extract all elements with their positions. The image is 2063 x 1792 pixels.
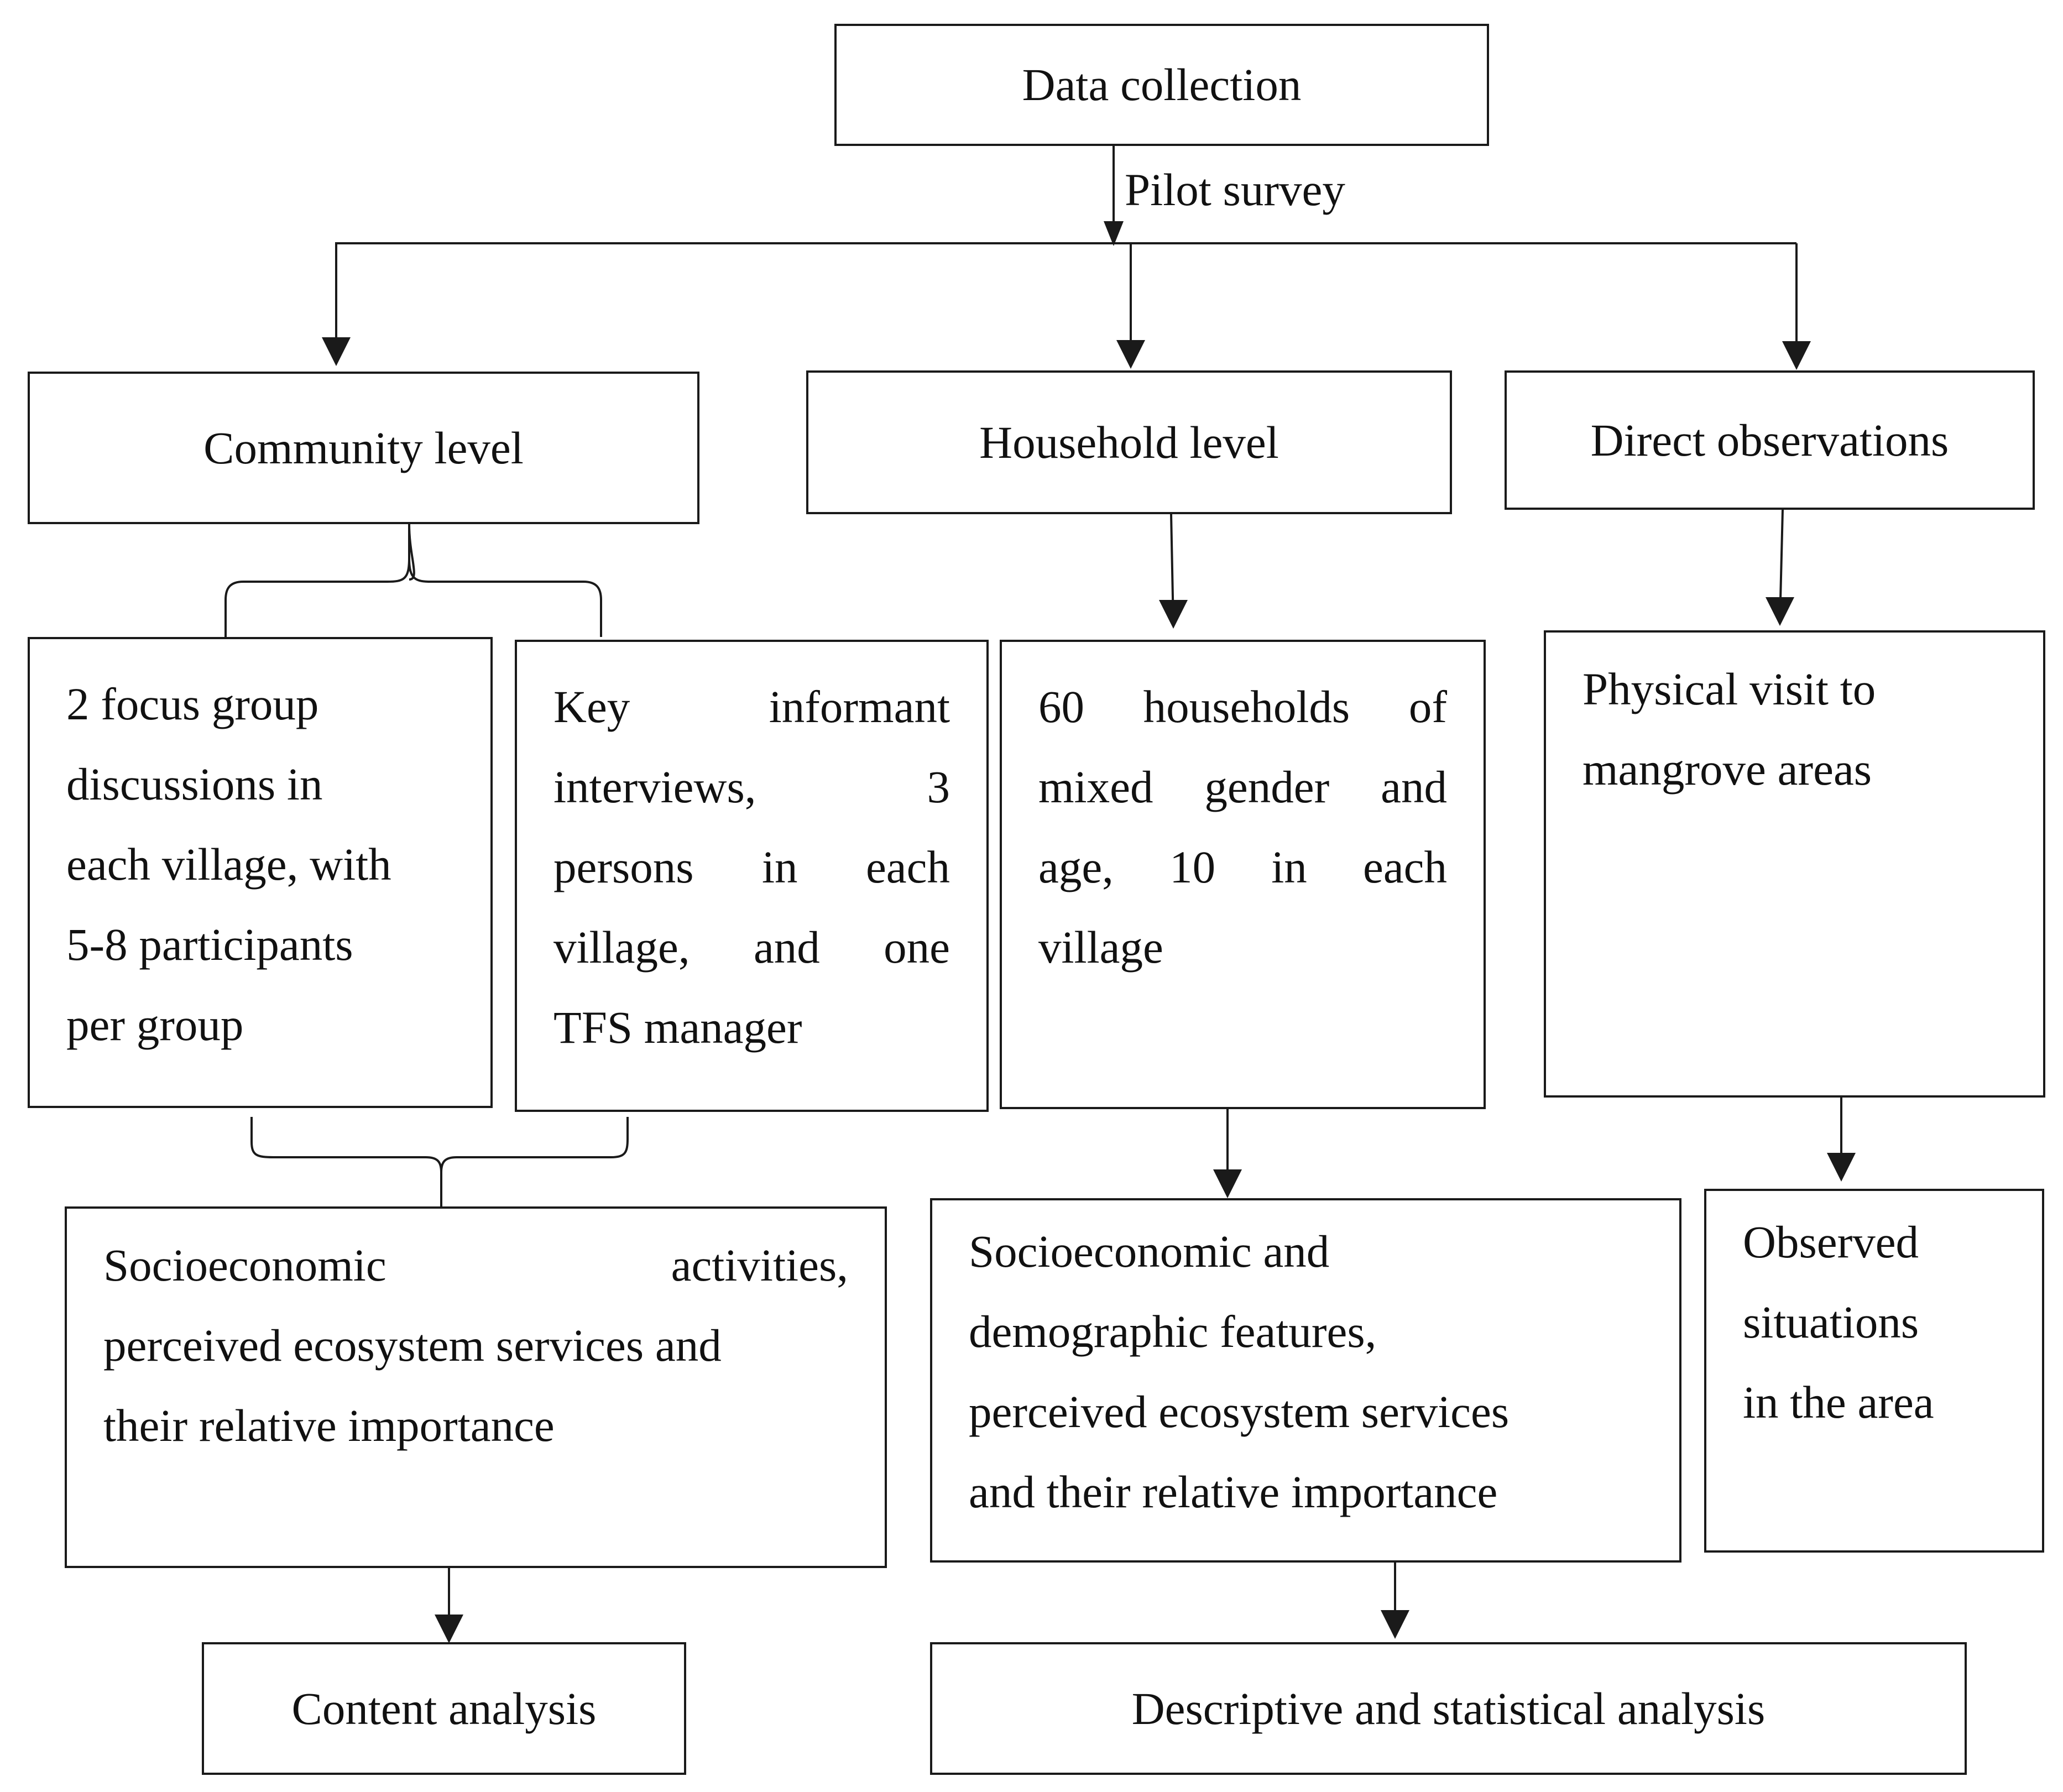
household-outputs-line: Socioeconomic and <box>969 1226 1330 1277</box>
observed-box: Observed situations in the area <box>1704 1189 2044 1553</box>
arrowhead-stats <box>1381 1610 1409 1639</box>
arrowhead-observations <box>1782 341 1811 370</box>
focus-groups-line: 5-8 participants <box>66 919 353 970</box>
focus-groups-line: per group <box>66 999 244 1050</box>
key-informants-line: interviews, 3 <box>553 761 950 812</box>
community-level-label: Community level <box>203 422 524 473</box>
community-outputs-line: their relative importance <box>103 1400 555 1451</box>
physical-visit-line: Physical visit to <box>1582 663 1876 714</box>
direct-observations-label: Direct observations <box>1590 414 1949 466</box>
pilot-survey-label: Pilot survey <box>1125 164 1345 215</box>
household-outputs-line: and their relative importance <box>969 1466 1498 1517</box>
observed-line: situations <box>1743 1297 1919 1347</box>
observed-line: in the area <box>1743 1377 1934 1428</box>
observed-line: Observed <box>1743 1216 1919 1267</box>
focus-groups-line: 2 focus group <box>66 678 319 729</box>
arrowhead-content <box>435 1615 463 1643</box>
households-line: village <box>1038 922 1163 973</box>
households-line: 60 households of <box>1038 681 1447 732</box>
content-analysis-label: Content analysis <box>291 1683 597 1734</box>
households-box: 60 households of mixed gender and age, 1… <box>1000 640 1486 1109</box>
household-level-box: Household level <box>806 370 1452 514</box>
focus-groups-line: discussions in <box>66 759 323 809</box>
physical-visit-line: mangrove areas <box>1582 744 1872 795</box>
brace-community-split <box>224 524 602 637</box>
statistical-analysis-box: Descriptive and statistical analysis <box>930 1642 1967 1775</box>
household-outputs-box: Socioeconomic and demographic features, … <box>930 1198 1681 1563</box>
brace-community-merge <box>250 1117 629 1206</box>
community-outputs-line: perceived ecosystem services and <box>103 1320 722 1371</box>
community-outputs-box: Socioeconomic activities, perceived ecos… <box>65 1206 887 1568</box>
focus-groups-box: 2 focus group discussions in each villag… <box>28 637 493 1108</box>
households-line: age, 10 in each <box>1038 842 1447 892</box>
household-outputs-line: demographic features, <box>969 1306 1377 1357</box>
community-level-box: Community level <box>28 372 699 524</box>
key-informants-line: TFS manager <box>553 1002 802 1053</box>
household-level-label: Household level <box>979 416 1279 468</box>
physical-visit-box: Physical visit to mangrove areas <box>1544 630 2045 1098</box>
key-informants-line: village, and one <box>553 922 950 973</box>
statistical-analysis-label: Descriptive and statistical analysis <box>1131 1683 1766 1734</box>
focus-groups-line: each village, with <box>66 839 391 890</box>
arrowhead-visit <box>1766 597 1794 626</box>
arrowhead-observed <box>1827 1153 1856 1182</box>
data-collection-label: Data collection <box>1022 59 1302 110</box>
content-analysis-box: Content analysis <box>202 1642 686 1775</box>
arrowhead-households <box>1159 600 1188 629</box>
arrowhead-split <box>1104 221 1124 246</box>
direct-observations-box: Direct observations <box>1505 370 2035 510</box>
key-informants-box: Key informant interviews, 3 persons in e… <box>515 640 989 1112</box>
households-line: mixed gender and <box>1038 761 1447 812</box>
arrowhead-household-outputs <box>1213 1169 1242 1198</box>
arrowhead-household <box>1116 340 1145 369</box>
community-outputs-line: Socioeconomic activities, <box>103 1240 848 1291</box>
household-outputs-line: perceived ecosystem services <box>969 1386 1510 1437</box>
data-collection-box: Data collection <box>834 24 1489 146</box>
key-informants-line: Key informant <box>553 681 950 732</box>
key-informants-line: persons in each <box>553 842 950 892</box>
arrowhead-community <box>322 337 351 366</box>
